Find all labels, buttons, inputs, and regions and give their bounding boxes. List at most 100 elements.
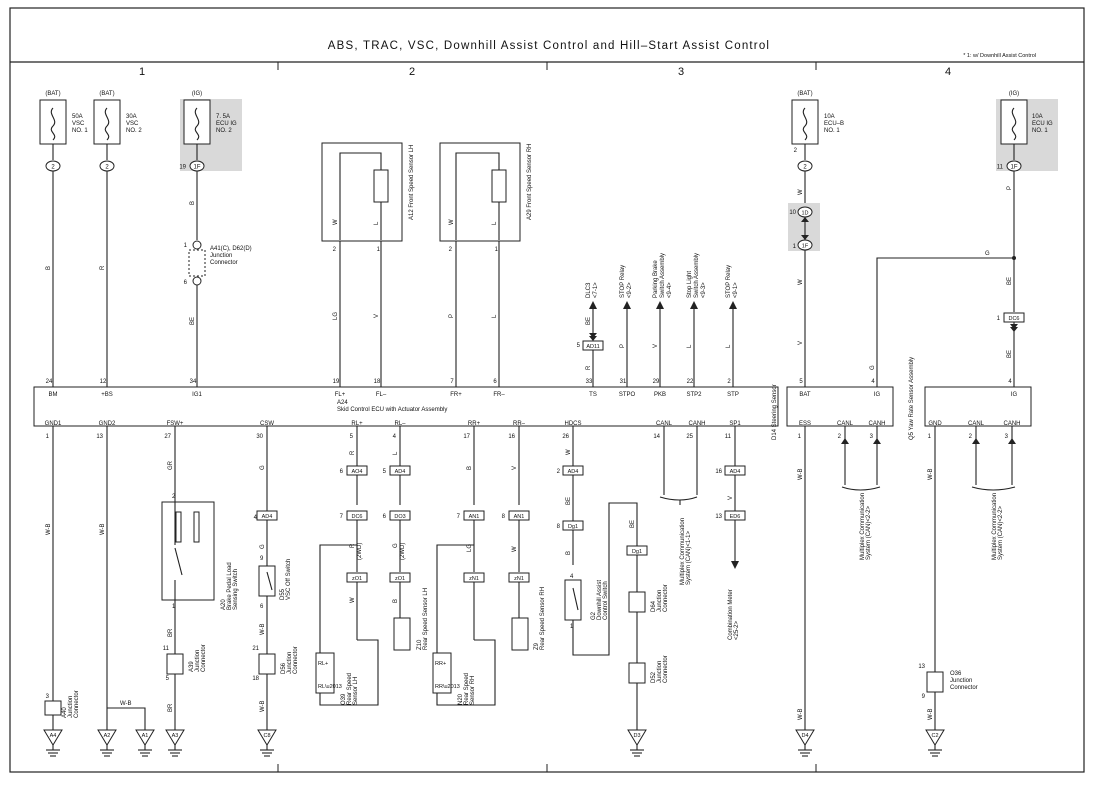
svg-text:Connector: Connector: [293, 646, 299, 674]
svg-text:V: V: [798, 341, 804, 345]
svg-text:P: P: [449, 314, 455, 318]
svg-text:AD4: AD4: [730, 469, 741, 475]
svg-text:Z9: Z9: [534, 642, 540, 650]
ecu-pin-number: 1: [46, 434, 50, 440]
svg-text:8: 8: [502, 514, 506, 520]
fuse-rating: 50A: [72, 114, 83, 120]
svg-text:BE: BE: [566, 497, 572, 505]
svg-text:Connector: Connector: [74, 690, 80, 718]
junction-connector-d64: [628, 591, 646, 613]
svg-text:L: L: [492, 221, 498, 225]
ecu-pin-label: FL–: [376, 392, 387, 398]
svg-text:P: P: [1007, 186, 1013, 190]
svg-text:2: 2: [557, 469, 561, 475]
svg-text:Junction: Junction: [657, 590, 663, 612]
svg-text:<7-1>: <7-1>: [593, 282, 599, 298]
front-speed-sensor-rh: W L A29 Front Speed Sensor RH 2 1 P L: [439, 142, 533, 387]
svg-text:LG: LG: [333, 312, 339, 320]
svg-text:W-B: W-B: [928, 708, 934, 720]
svg-text:AD4: AD4: [262, 514, 273, 520]
svg-text:W: W: [798, 279, 804, 285]
ground-label: C8: [263, 733, 270, 739]
ecu-bottom-pins: GND11GND213FSW+27CSW30RL+5RL–4RR+17RR–16…: [45, 421, 741, 440]
pin-number: 6: [184, 280, 188, 286]
svg-text:6: 6: [260, 604, 264, 610]
fuse-rating: 10A: [824, 114, 835, 120]
pin-number: 4: [871, 379, 875, 385]
combination-meter-label: Combination Meter: [728, 589, 734, 640]
column-number: 1: [139, 66, 145, 78]
fuse-number: NO. 2: [126, 128, 142, 134]
ground-triangle: [97, 729, 117, 746]
pin-number: 3: [870, 434, 874, 440]
ecu-pin-number: 5: [350, 434, 354, 440]
fuse-supply-label: (BAT): [797, 91, 812, 97]
svg-text:D56: D56: [281, 662, 287, 674]
ecu-pin-number: 14: [653, 434, 660, 440]
pin-number: 19: [179, 165, 186, 171]
pin-label: CANH: [868, 421, 885, 427]
junction-pin: [192, 240, 202, 250]
svg-text:System (CAN)<1-1>: System (CAN)<1-1>: [686, 530, 692, 585]
stop-light-label: Stop Light: [687, 271, 693, 298]
pin-label: BAT: [799, 392, 811, 398]
ecu-pin-label: SP1: [729, 421, 741, 427]
svg-text:Connector: Connector: [663, 655, 669, 683]
ecu-pin-number: 19: [333, 379, 340, 385]
ecu-pin-number: 24: [46, 379, 53, 385]
svg-text:W-B: W-B: [120, 701, 132, 707]
svg-text:W-B: W-B: [928, 468, 934, 480]
svg-text:(2WD): (2WD): [357, 543, 363, 560]
svg-text:13: 13: [715, 514, 722, 520]
svg-text:W: W: [333, 219, 339, 225]
sensor-label: A12 Front Speed Sensor LH: [409, 145, 415, 220]
svg-text:D64: D64: [651, 600, 657, 612]
svg-text:ED6: ED6: [730, 514, 741, 520]
fuse-rating: 30A: [126, 114, 137, 120]
svg-text:6: 6: [340, 469, 344, 475]
svg-text:Brake Pedal Load: Brake Pedal Load: [227, 562, 233, 610]
pin-label: CANH: [1003, 421, 1020, 427]
svg-text:L: L: [374, 221, 380, 225]
svg-text:<9-4>: <9-4>: [667, 282, 673, 298]
svg-text:Z10: Z10: [417, 639, 423, 650]
svg-text:V: V: [374, 314, 380, 318]
ecu-pin-label: STPO: [619, 392, 636, 398]
svg-text:BE: BE: [1007, 350, 1013, 358]
yaw-rate-sensor: [924, 386, 1032, 427]
ground-label: C2: [931, 733, 938, 739]
svg-text:W-B: W-B: [260, 700, 266, 712]
svg-text:Sensor LH: Sensor LH: [353, 677, 359, 705]
svg-text:16: 16: [715, 469, 722, 475]
dlc3-label: DLC3: [586, 282, 592, 298]
svg-text:1: 1: [997, 316, 1001, 322]
svg-text:Downhill Assist: Downhill Assist: [597, 580, 603, 620]
svg-text:Rear Speed: Rear Speed: [347, 673, 353, 705]
junction-connector-a41: [188, 249, 206, 277]
fuse-icon: [104, 107, 110, 141]
ecu-pin-number: 4: [393, 434, 397, 440]
svg-text:11: 11: [163, 646, 170, 652]
pin-number: 11: [997, 165, 1004, 171]
svg-text:AD11: AD11: [586, 344, 599, 350]
ground-triangle: [43, 729, 63, 746]
svg-text:5: 5: [577, 343, 581, 349]
stop-relay-label: STOP Relay: [726, 265, 732, 298]
front-speed-sensor-lh: W L A12 Front Speed Sensor LH 2 1 LG V: [321, 142, 415, 387]
column-number: 4: [945, 66, 951, 78]
svg-text:Switch Assembly: Switch Assembly: [660, 253, 666, 298]
fuse-50a-vsc-no1: (BAT) 50A VSC NO. 1 2: [39, 91, 88, 172]
junction-connector-d52: [628, 662, 646, 684]
svg-text:G: G: [393, 543, 399, 548]
ecu-pin-number: 17: [463, 434, 470, 440]
svg-text:RR+: RR+: [435, 661, 446, 667]
svg-text:V: V: [653, 344, 659, 348]
fuse-name: VSC: [126, 121, 139, 127]
fuse-number: NO. 2: [216, 128, 232, 134]
terminal-label: 1F: [1010, 165, 1017, 171]
fuse-10a-ecu-b-no1: (BAT) 10A ECU–B NO. 1 2 2: [791, 91, 844, 172]
svg-text:2: 2: [449, 247, 453, 253]
ecu-pin-number: 2: [727, 379, 731, 385]
